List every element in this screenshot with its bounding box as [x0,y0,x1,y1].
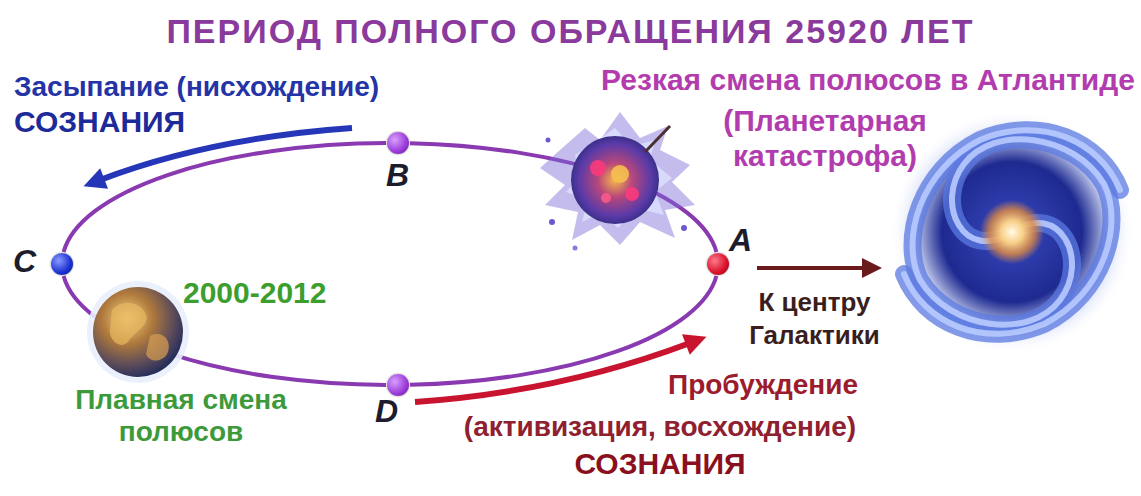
ascent-arrow [415,343,690,402]
point-letter: C [13,244,36,279]
center-arrow [757,266,866,270]
orbit-arc [410,276,716,385]
note-label: Плавная смена полюсов [56,384,306,448]
point-letter: A [729,223,752,258]
note-label: (активизация, восхождение) [430,410,890,444]
note-label: 2000-2012 [183,275,326,311]
orbit-point: B [387,132,409,154]
exploding-planet [540,112,695,251]
orbit-point: A [707,253,729,275]
note-label: СОЗНАНИЯ [14,104,185,140]
leader-line [645,126,670,152]
point-letter: D [375,394,398,429]
point-letter: B [386,158,409,193]
orbit-arc [64,276,386,385]
note-label: К центру Галактики [732,286,897,351]
orbit-point: C [51,253,73,275]
note-label: Резкая смена полюсов в Атлантиде [601,62,1135,98]
note-label: СОЗНАНИЯ [430,446,890,482]
orbit-arc [64,143,386,252]
diagram-title: ПЕРИОД ПОЛНОГО ОБРАЩЕНИЯ 25920 ЛЕТ [0,12,1141,51]
note-label: Пробуждение [668,368,858,402]
galaxy-picture [890,110,1134,354]
note-label: (Планетарная катастрофа) [690,104,960,173]
note-label: Засыпание (нисхождение) [14,70,379,104]
earth-picture [87,281,189,383]
orbit-point: D [387,374,409,396]
